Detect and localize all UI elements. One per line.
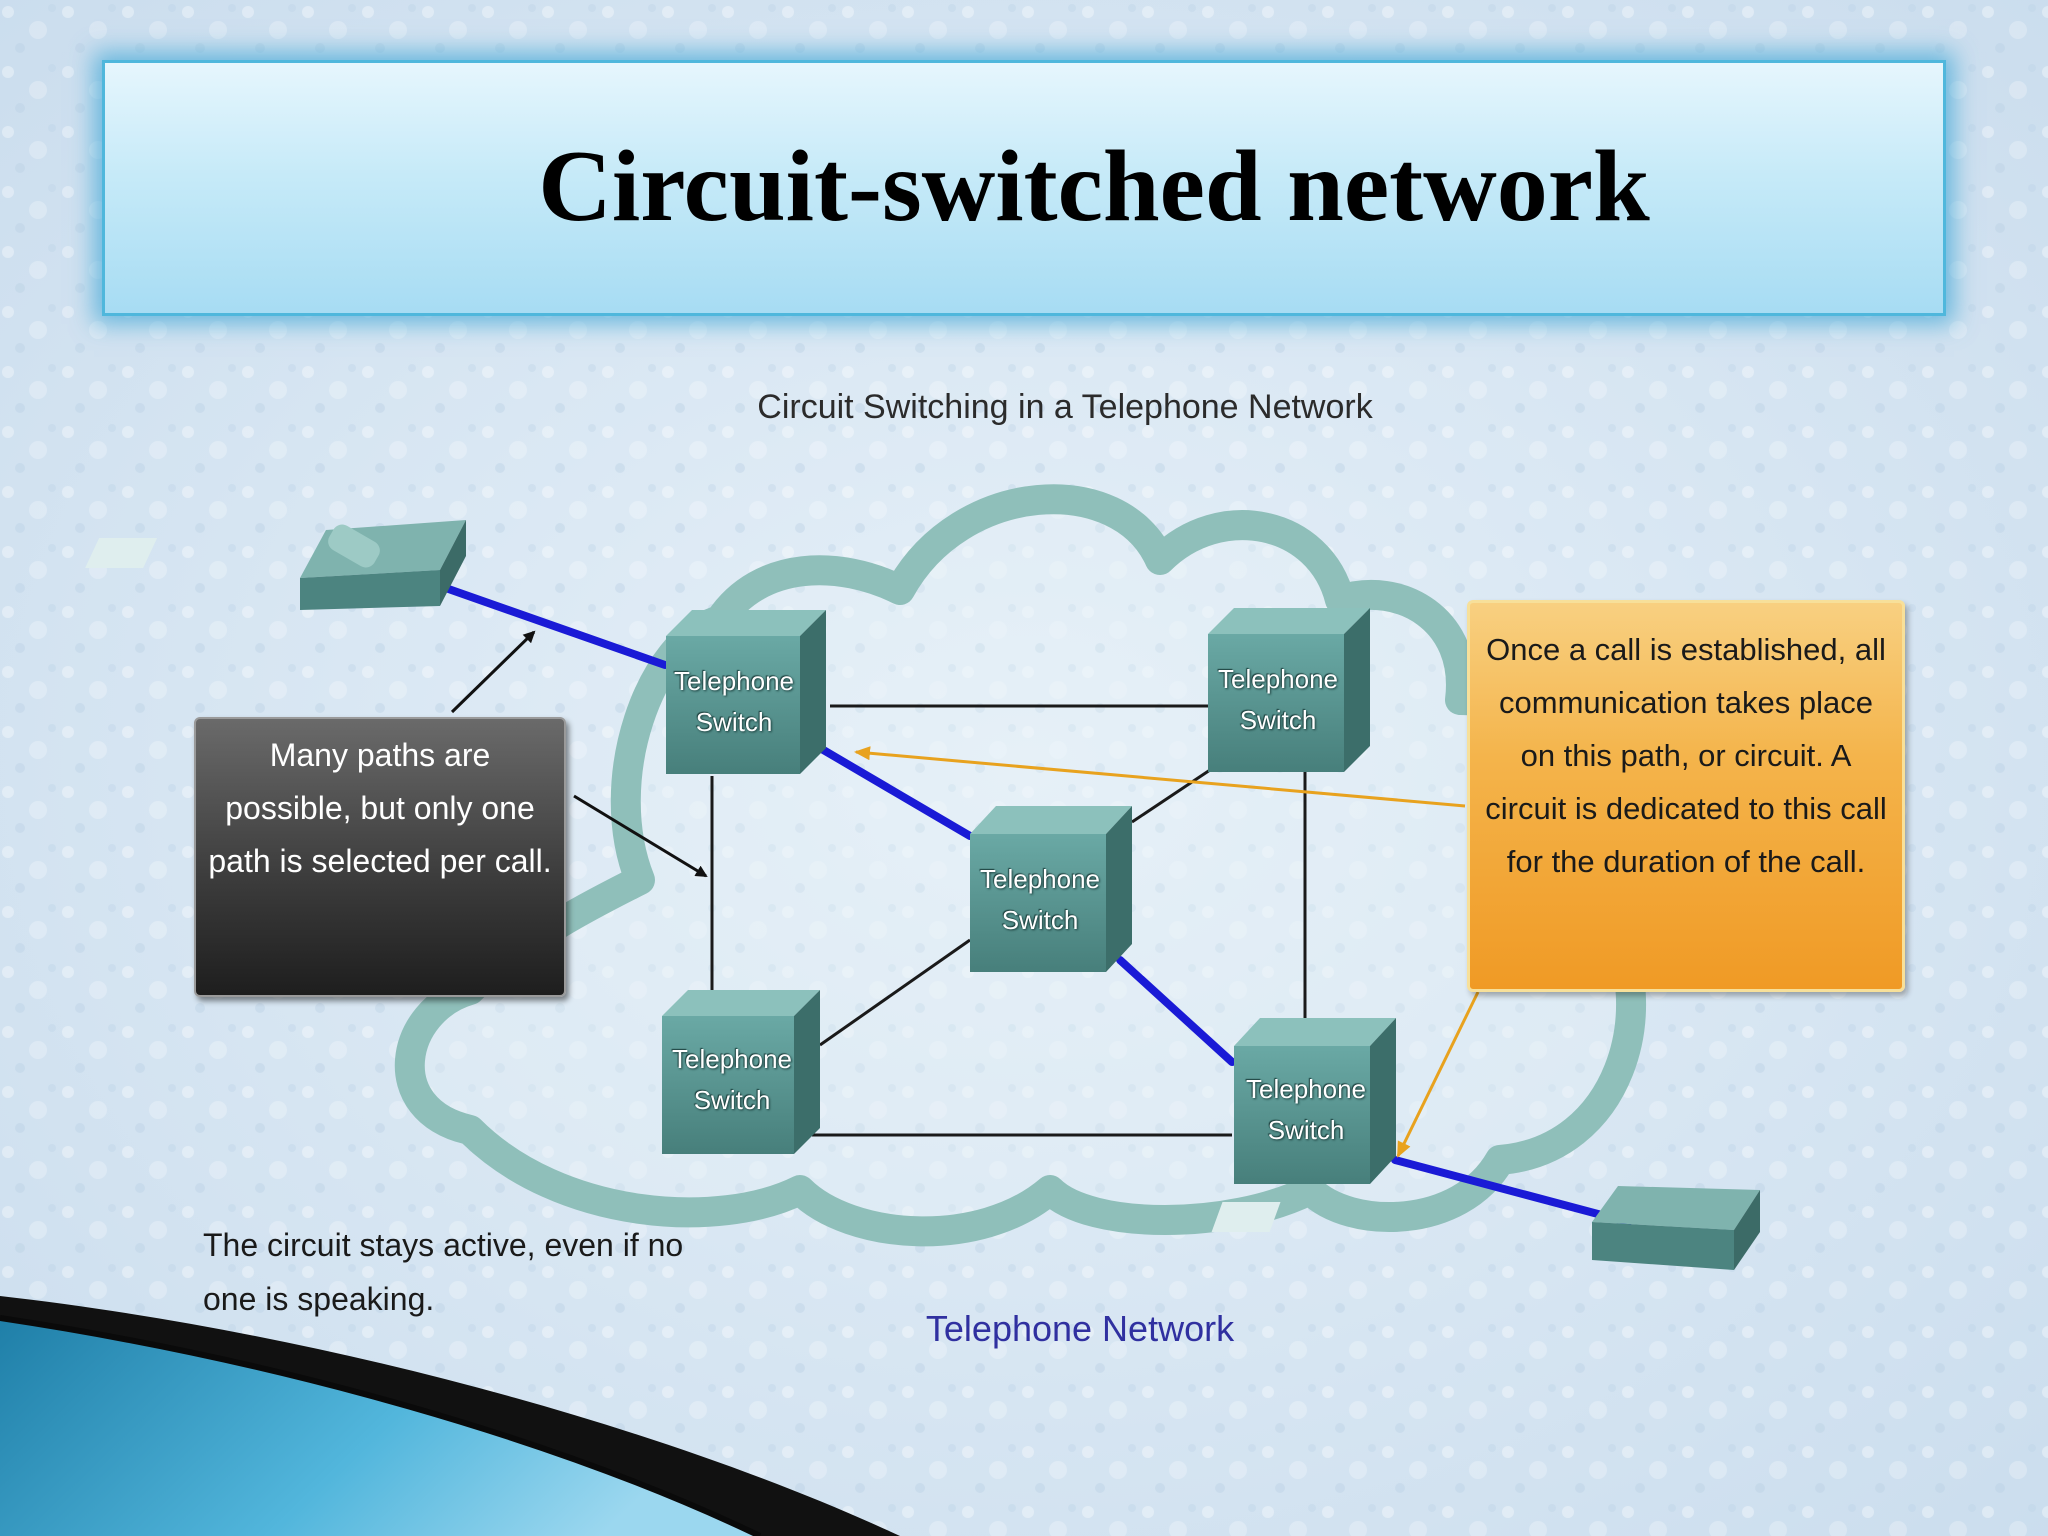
switch-label-top-left: Telephone Switch [674,666,794,737]
switch-top-right [1208,608,1370,772]
callout-orange-arrows [854,746,1480,1158]
telephone-network-label: Telephone Network [925,1308,1235,1349]
switch-top-left [666,610,826,774]
telephone-right-icon [1211,1186,1760,1270]
callout-circuit-dedicated: Once a call is established, all communic… [1467,600,1905,992]
callout-many-paths: Many paths are possible, but only one pa… [194,717,566,997]
switch-label-center: Telephone Switch [980,864,1100,935]
switch-label-bottom-right: Telephone Switch [1246,1074,1366,1145]
switch-label-top-right: Telephone Switch [1218,664,1338,735]
switch-bottom-right [1234,1018,1396,1184]
switch-center [970,806,1132,972]
callout-arrows [450,630,708,878]
slide-title: Circuit-switched network [538,130,1650,243]
title-box [102,60,1946,316]
active-circuit-path [436,582,1632,1226]
diagram-title: Circuit Switching in a Telephone Network [757,388,1373,426]
mesh-links [710,704,1307,1137]
circuit-active-note: The circuit stays active, even if no one… [203,1227,684,1317]
telephone-left-icon [85,520,466,610]
switch-label-bottom-left: Telephone Switch [672,1044,792,1115]
switch-bottom-left [662,990,820,1154]
